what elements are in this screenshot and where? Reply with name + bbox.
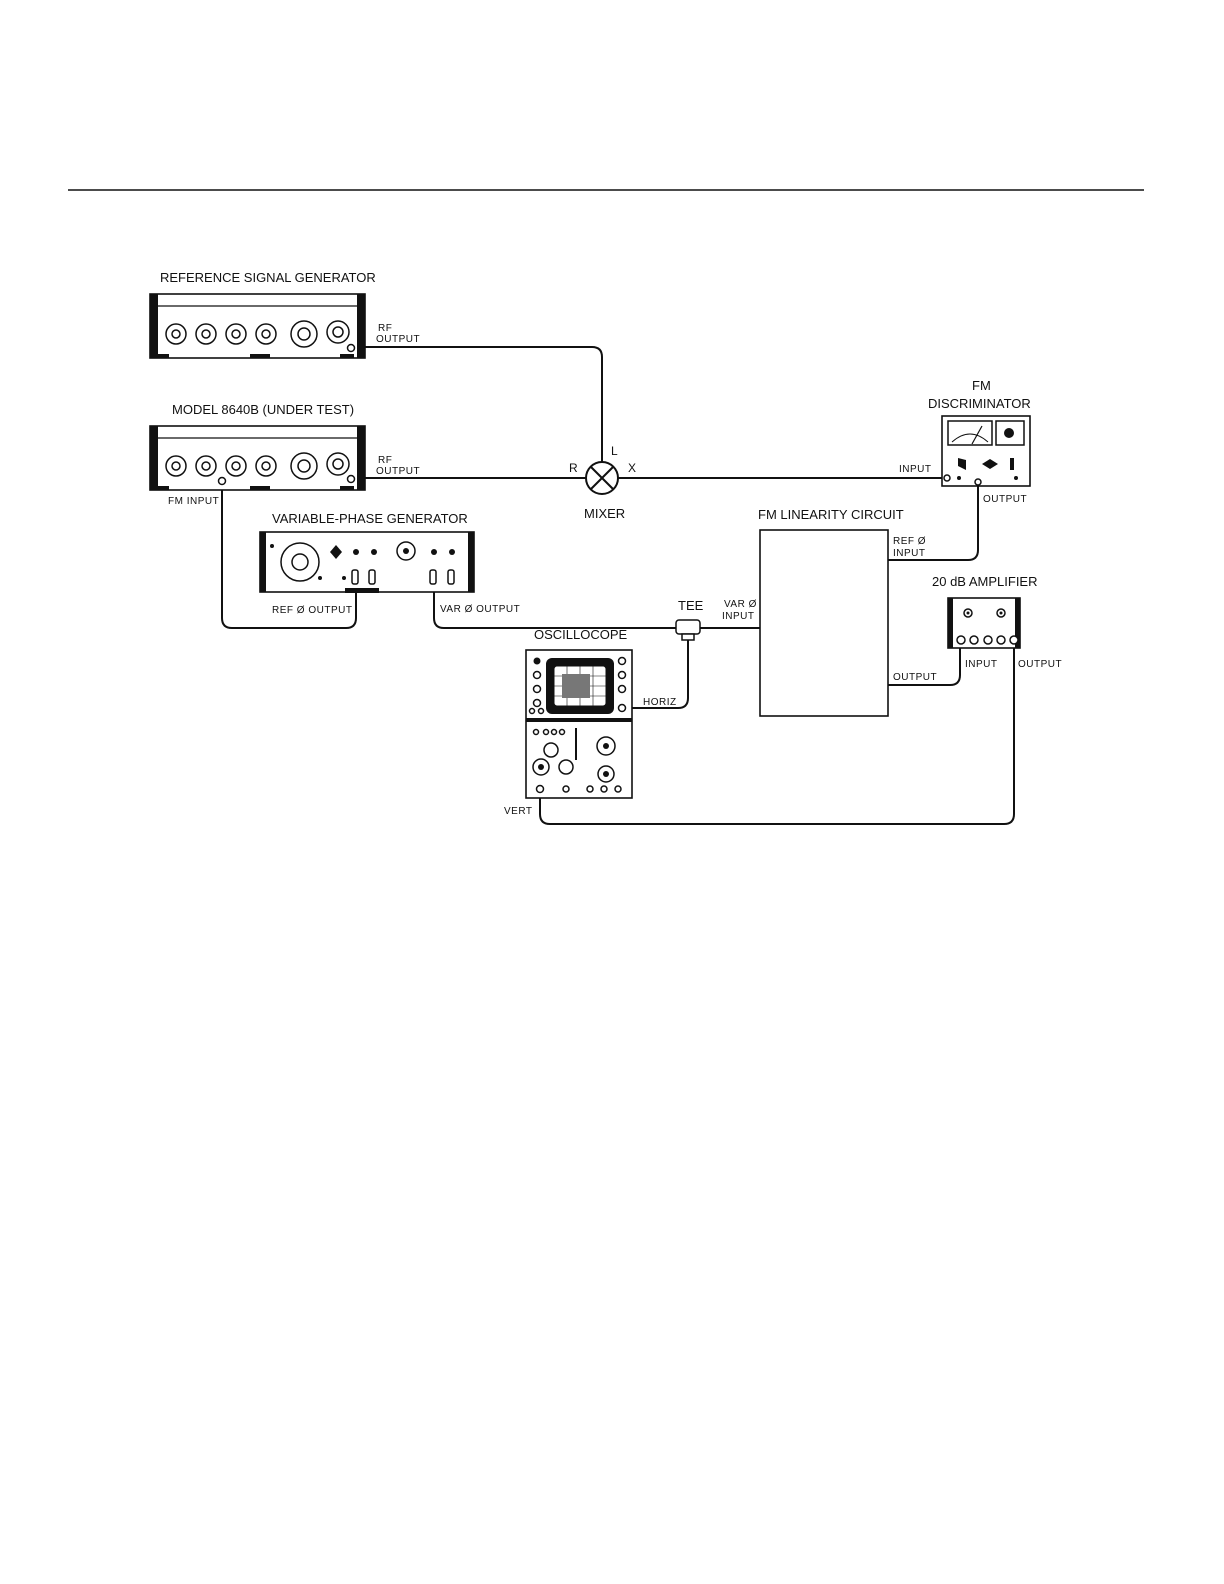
- ref-rf-output-label-1: RF: [378, 323, 392, 334]
- dut-rf-output-label-2: OUTPUT: [376, 466, 420, 477]
- disc-output-label: OUTPUT: [983, 494, 1027, 505]
- rf-output-connector-icon: [348, 345, 355, 352]
- mixer-l-label: L: [611, 444, 618, 458]
- amplifier-title: 20 dB AMPLIFIER: [932, 574, 1038, 589]
- disc-input-connector-icon: [944, 475, 950, 481]
- lin-ref-input-label-2: INPUT: [893, 548, 926, 559]
- oscilloscope-title: OSCILLOCOPE: [534, 627, 628, 642]
- dut-title: MODEL 8640B (UNDER TEST): [172, 402, 354, 417]
- scope-vert-label: VERT: [504, 806, 533, 817]
- fm-disc-title-2: DISCRIMINATOR: [928, 396, 1031, 411]
- mixer-x-label: X: [628, 461, 636, 475]
- fm-linearity-title: FM LINEARITY CIRCUIT: [758, 507, 904, 522]
- vert-connector-icon: [537, 786, 544, 793]
- tee-title: TEE: [678, 598, 704, 613]
- rf-output-connector-icon: [348, 476, 355, 483]
- disc-input-label: INPUT: [899, 464, 932, 475]
- fm-input-connector-icon: [219, 478, 226, 485]
- tee-icon: [676, 620, 700, 634]
- amp-input-label: INPUT: [965, 659, 998, 670]
- variable-phase-generator: VARIABLE-PHASE GENERATOR REF Ø OUTPUT VA…: [260, 511, 520, 616]
- amp-input-connector-icon: [957, 636, 965, 644]
- ref-rf-output-label-2: OUTPUT: [376, 334, 420, 345]
- amp-output-connector-icon: [1010, 636, 1018, 644]
- oscilloscope: OSCILLOCOPE HORIZ VERT: [504, 627, 677, 817]
- 20db-amplifier: 20 dB AMPLIFIER INPUT OUTPUT: [932, 574, 1062, 670]
- dut-rf-output-label-1: RF: [378, 455, 392, 466]
- var-phase-gen-title: VARIABLE-PHASE GENERATOR: [272, 511, 468, 526]
- disc-output-connector-icon: [975, 479, 981, 485]
- ref-gen-title: REFERENCE SIGNAL GENERATOR: [160, 270, 376, 285]
- amp-output-label: OUTPUT: [1018, 659, 1062, 670]
- var-phase-output-label: VAR Ø OUTPUT: [440, 604, 520, 615]
- mixer-title: MIXER: [584, 506, 625, 521]
- model-8640b-under-test: MODEL 8640B (UNDER TEST) RF OUTPUT FM IN…: [150, 402, 420, 507]
- fm-discriminator: FM DISCRIMINATOR INPUT OUTPUT: [899, 378, 1031, 505]
- fm-input-label: FM INPUT: [168, 496, 219, 507]
- lin-ref-input-label-1: REF Ø: [893, 536, 926, 547]
- knob-icon: [559, 760, 573, 774]
- knob-icon: [544, 743, 558, 757]
- cable-ref-rf-to-mixer-l: [352, 347, 602, 462]
- lin-var-input-label-2: INPUT: [722, 611, 755, 622]
- horiz-connector-icon: [619, 705, 626, 712]
- mixer-r-label: R: [569, 461, 578, 475]
- reference-signal-generator: REFERENCE SIGNAL GENERATOR RF OUTPUT: [150, 270, 420, 358]
- fm-disc-title-1: FM: [972, 378, 991, 393]
- scope-horiz-label: HORIZ: [643, 697, 677, 708]
- lin-var-input-label-1: VAR Ø: [724, 599, 757, 610]
- lin-output-label: OUTPUT: [893, 672, 937, 683]
- ref-phase-output-label: REF Ø OUTPUT: [272, 605, 352, 616]
- tee-connector: TEE: [676, 598, 704, 640]
